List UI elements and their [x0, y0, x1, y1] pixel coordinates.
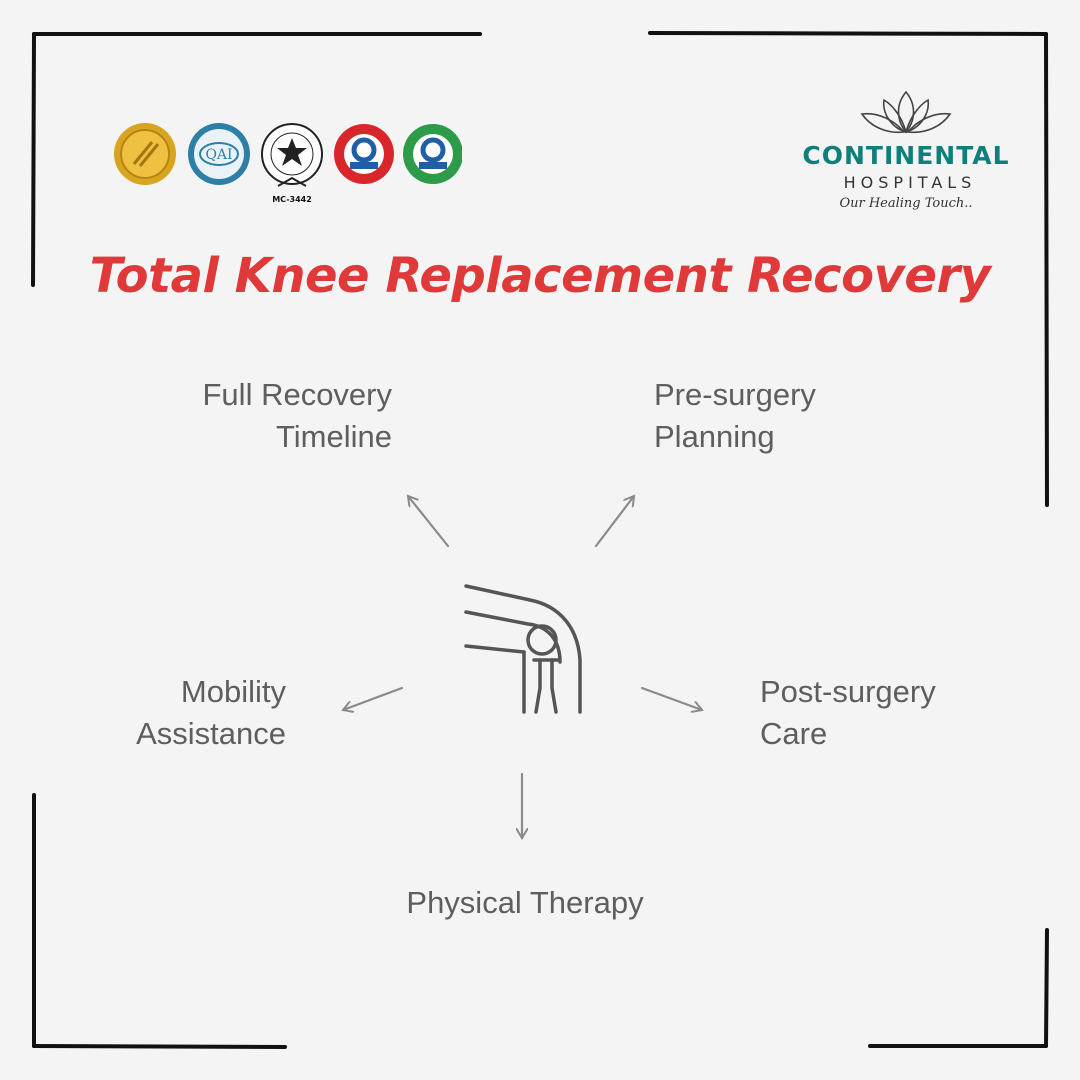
brand-subtitle: HOSPITALS: [843, 173, 977, 192]
cert-code: MC-3442: [272, 195, 312, 204]
node-post-surgery-care: Post-surgery Care: [760, 671, 1020, 755]
node-pre-surgery-planning: Pre-surgery Planning: [654, 374, 954, 458]
node-mobility-assistance: Mobility Assistance: [90, 671, 286, 755]
qai-seal-icon: QAI: [188, 123, 250, 185]
arrow-to-post-surgery: [640, 686, 702, 710]
brand-name: CONTINENTAL: [802, 141, 1010, 170]
nabh-seal-icon: [403, 124, 463, 184]
arrow-to-pre-surgery: [594, 496, 634, 548]
arrow-to-full-recovery: [408, 496, 450, 548]
svg-text:QAI: QAI: [205, 147, 232, 163]
node-label-line: Planning: [654, 419, 775, 454]
node-label-line: Assistance: [136, 716, 286, 751]
jci-seal-icon: [114, 123, 176, 185]
nabh-seal-icon: [334, 124, 394, 184]
certification-badges: QAI MC-3442: [112, 118, 463, 208]
node-label-line: Mobility: [180, 674, 286, 709]
node-label-line: Care: [760, 716, 828, 751]
node-physical-therapy: Physical Therapy: [340, 882, 710, 924]
node-label-line: Pre-surgery: [654, 377, 816, 412]
node-label-line: Post-surgery: [760, 674, 936, 709]
node-label-line: Physical Therapy: [406, 885, 644, 920]
arrow-to-mobility: [343, 686, 404, 710]
brand-logo: CONTINENTAL HOSPITALS Our Healing Touch.…: [786, 88, 1026, 218]
page-title: Total Knee Replacement Recovery: [89, 248, 991, 304]
lotus-icon: [860, 90, 952, 134]
node-full-recovery-timeline: Full Recovery Timeline: [130, 374, 393, 458]
node-label-line: Timeline: [276, 419, 392, 454]
brand-tagline: Our Healing Touch..: [839, 196, 973, 211]
knee-joint-icon: [464, 584, 582, 714]
nabl-seal-icon: MC-3442: [261, 123, 323, 204]
node-label-line: Full Recovery: [202, 377, 393, 412]
